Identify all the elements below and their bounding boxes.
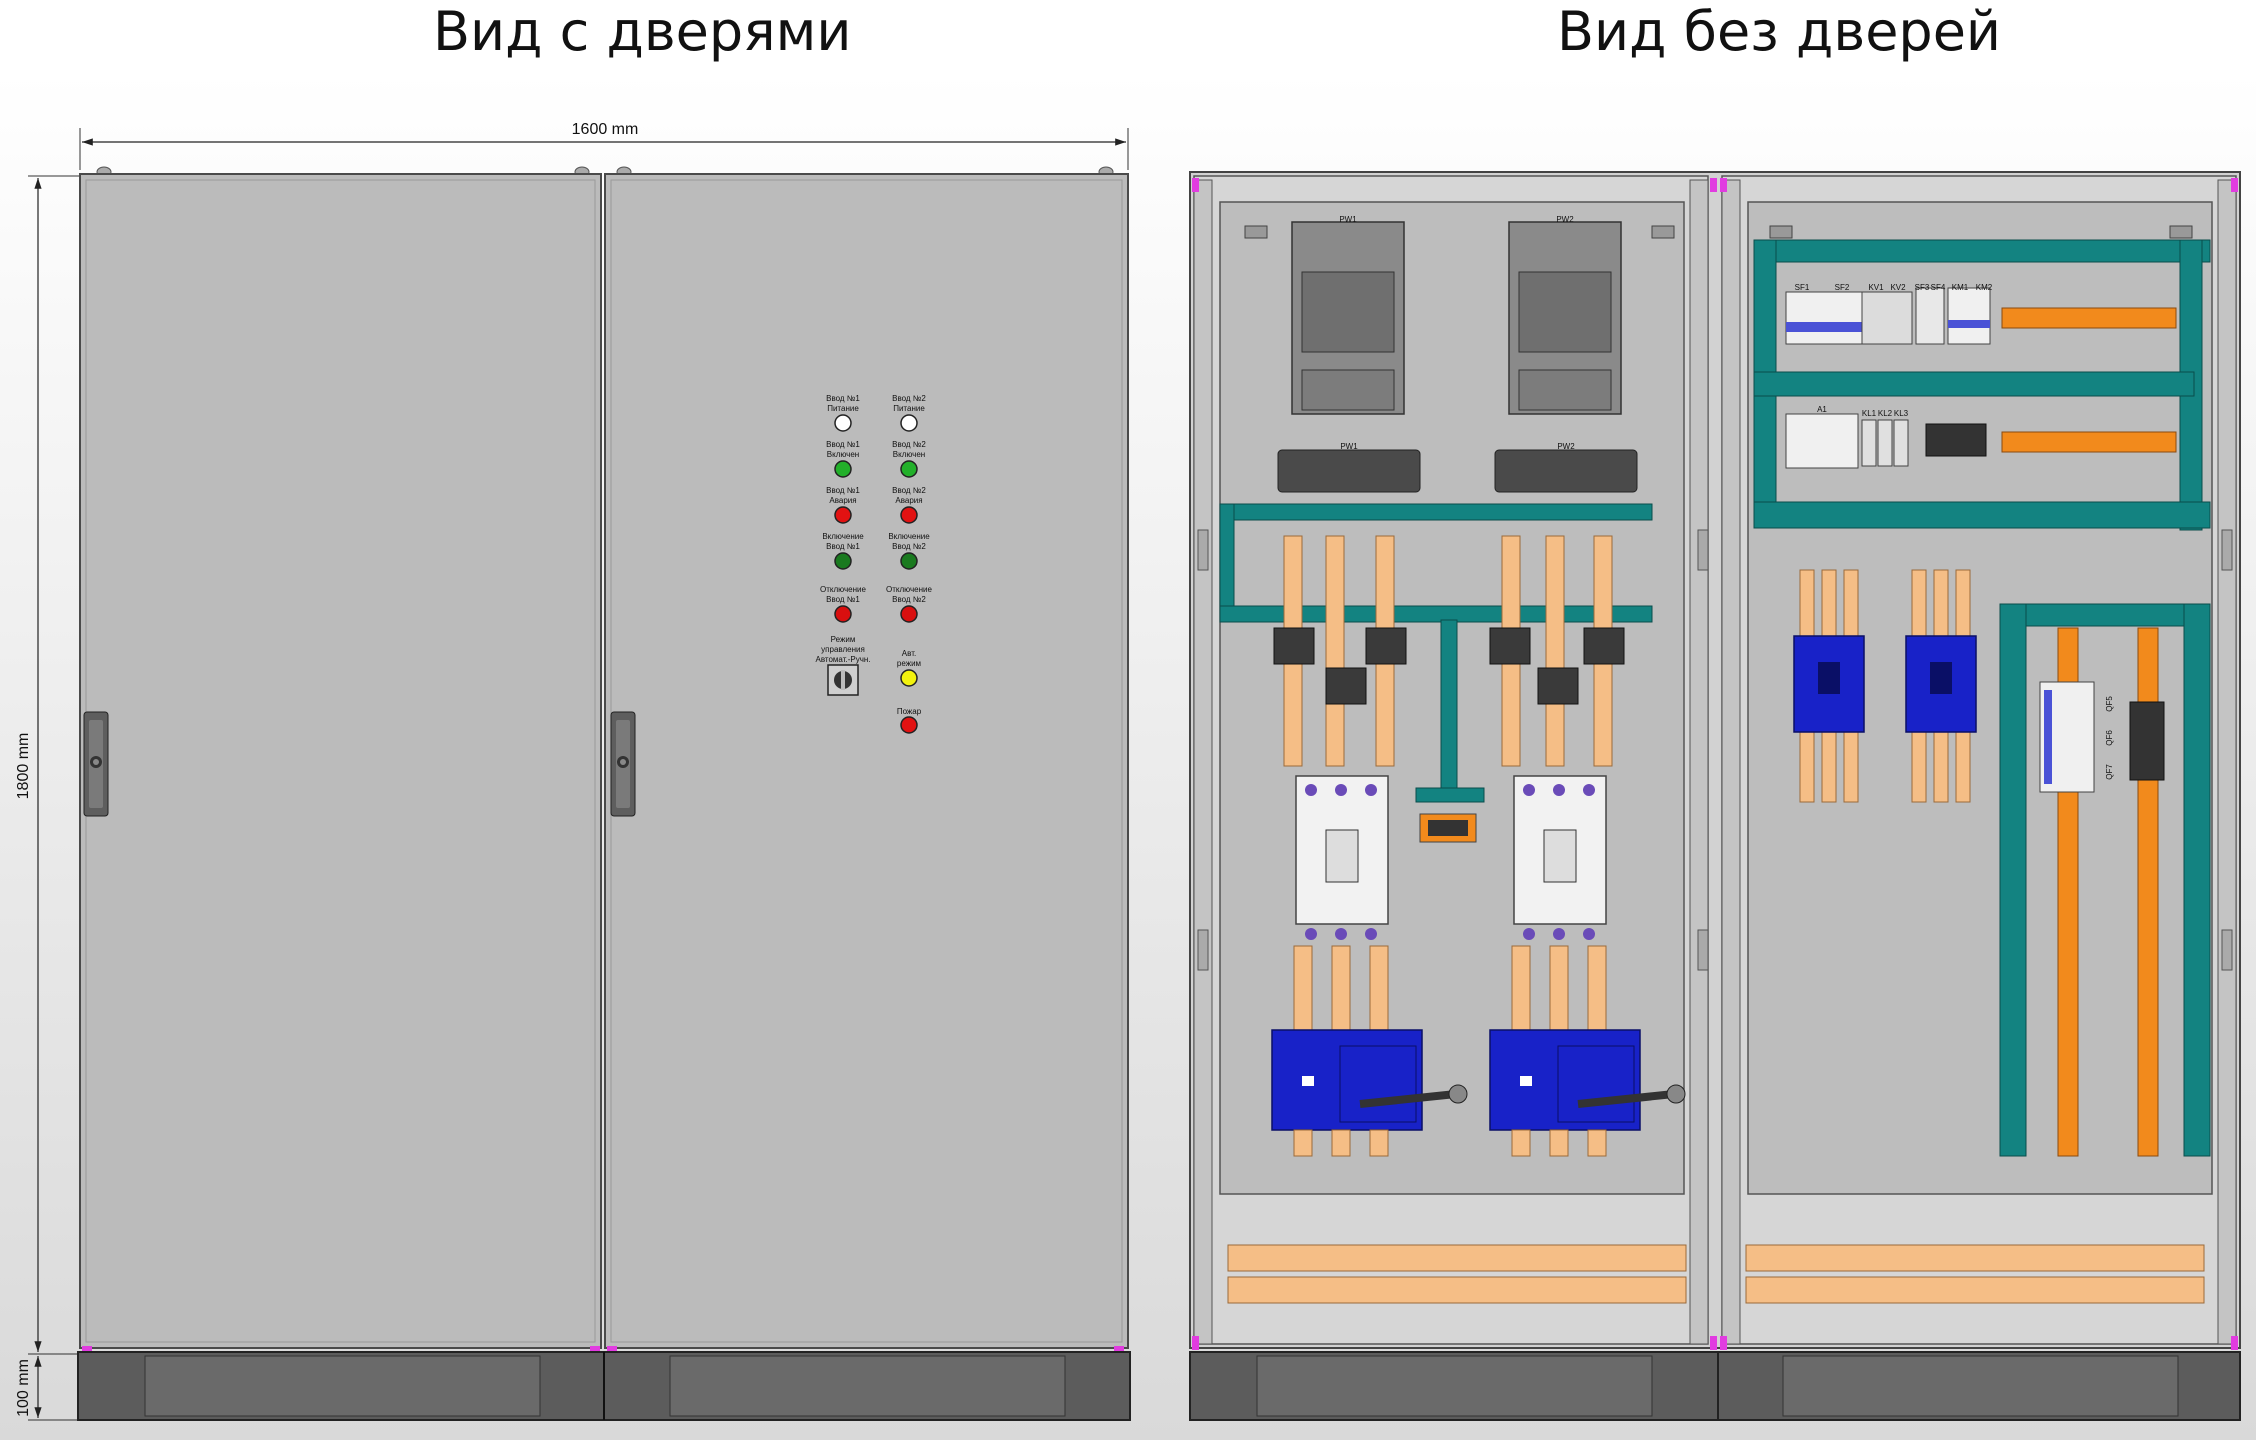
right-door-handle[interactable] — [610, 711, 636, 817]
svg-text:PW2: PW2 — [1557, 442, 1575, 451]
height-dimension: 1800 mm 100 mm — [15, 175, 80, 1421]
indicator-lamp — [834, 460, 852, 478]
input-2-assembly — [1489, 535, 1686, 1157]
svg-text:Ввод №1: Ввод №1 — [826, 486, 860, 495]
meter-pw2: PW2 — [1508, 215, 1622, 415]
svg-text:Питание: Питание — [893, 404, 925, 413]
left-door-handle[interactable] — [83, 711, 109, 817]
svg-text:PW1: PW1 — [1339, 215, 1357, 224]
modular-breakers-qf: QF5 QF6 QF7 — [2039, 681, 2165, 793]
svg-text:Включен: Включен — [893, 450, 925, 459]
svg-text:Авария: Авария — [829, 496, 856, 505]
svg-text:SF3: SF3 — [1915, 283, 1930, 292]
svg-text:Отключение: Отключение — [820, 585, 866, 594]
svg-text:SF2: SF2 — [1835, 283, 1850, 292]
teal-frame-right — [1753, 239, 2211, 1157]
indicator-lamp — [900, 460, 918, 478]
svg-text:QF5: QF5 — [2105, 696, 2114, 712]
svg-text:KM1: KM1 — [1952, 283, 1969, 292]
svg-text:PW2: PW2 — [1556, 215, 1574, 224]
width-dimension: 1600 mm — [79, 121, 1129, 170]
width-label: 1600 mm — [572, 121, 639, 138]
cabinet-with-doors — [77, 166, 1131, 1421]
off-button[interactable] — [834, 605, 852, 623]
svg-text:A1: A1 — [1817, 405, 1827, 414]
right-door[interactable] — [604, 173, 1129, 1349]
breaker-group-1 — [1793, 569, 1865, 803]
indicator-lamp — [834, 506, 852, 524]
svg-text:Питание: Питание — [827, 404, 859, 413]
svg-text:Включен: Включен — [827, 450, 859, 459]
left-door[interactable] — [79, 173, 602, 1349]
svg-text:PW1: PW1 — [1340, 442, 1358, 451]
svg-text:QF7: QF7 — [2105, 764, 2114, 780]
svg-text:Отключение: Отключение — [886, 585, 932, 594]
terminal-block — [1419, 813, 1477, 843]
svg-text:Ввод №1: Ввод №1 — [826, 595, 860, 604]
plinth-label: 100 mm — [15, 1359, 32, 1417]
svg-text:Автомат.-Ручн.: Автомат.-Ручн. — [815, 655, 870, 664]
svg-text:Пожар: Пожар — [897, 707, 922, 716]
on-button[interactable] — [900, 552, 918, 570]
indicator-lamp — [900, 414, 918, 432]
svg-text:Ввод №2: Ввод №2 — [892, 486, 926, 495]
on-button[interactable] — [834, 552, 852, 570]
auto-mode-lamp — [900, 669, 918, 687]
svg-text:управления: управления — [821, 645, 865, 654]
height-label: 1800 mm — [15, 733, 32, 800]
title-without-doors: Вид без дверей — [1557, 0, 2002, 63]
svg-text:Авт.: Авт. — [902, 649, 916, 658]
control-devices-row: SF1 SF2 KV1 KV2 SF3 SF4 KM1 KM2 — [1785, 283, 1993, 345]
fire-lamp — [900, 716, 918, 734]
meter-display-pw2: PW2 — [1494, 442, 1638, 493]
svg-text:Авария: Авария — [895, 496, 922, 505]
svg-text:Ввод №1: Ввод №1 — [826, 394, 860, 403]
off-button[interactable] — [900, 605, 918, 623]
relay-row: A1 KL1 KL2 KL3 — [1785, 405, 1987, 469]
svg-text:Включение: Включение — [822, 532, 864, 541]
svg-text:Ввод №1: Ввод №1 — [826, 440, 860, 449]
svg-text:Режим: Режим — [831, 635, 856, 644]
svg-text:Ввод №2: Ввод №2 — [892, 440, 926, 449]
mounting-plate-right — [1747, 201, 2213, 1195]
svg-text:Ввод №2: Ввод №2 — [892, 595, 926, 604]
svg-text:KL2: KL2 — [1878, 409, 1893, 418]
title-with-doors: Вид с дверями — [433, 0, 852, 63]
mode-selector-switch[interactable] — [827, 664, 859, 696]
svg-text:KV2: KV2 — [1890, 283, 1906, 292]
svg-text:KL1: KL1 — [1862, 409, 1877, 418]
indicator-lamp — [900, 506, 918, 524]
indicator-lamp — [834, 414, 852, 432]
breaker-group-2 — [1905, 569, 1977, 803]
svg-text:QF6: QF6 — [2105, 730, 2114, 746]
svg-text:SF1: SF1 — [1795, 283, 1810, 292]
svg-text:Ввод №2: Ввод №2 — [892, 542, 926, 551]
svg-text:режим: режим — [897, 659, 921, 668]
svg-text:Включение: Включение — [888, 532, 930, 541]
svg-text:Ввод №1: Ввод №1 — [826, 542, 860, 551]
meter-pw1: PW1 — [1291, 215, 1405, 415]
input-1-assembly — [1271, 535, 1468, 1157]
plinth-with-doors — [77, 1351, 1131, 1421]
svg-text:KL3: KL3 — [1894, 409, 1909, 418]
svg-text:SF4: SF4 — [1931, 283, 1946, 292]
svg-text:KM2: KM2 — [1976, 283, 1993, 292]
meter-display-pw1: PW1 — [1277, 442, 1421, 493]
svg-text:KV1: KV1 — [1868, 283, 1884, 292]
svg-text:Ввод №2: Ввод №2 — [892, 394, 926, 403]
door-indicator-panel: Ввод №1 Питание Ввод №2 Питание Ввод №1 … — [815, 394, 933, 734]
